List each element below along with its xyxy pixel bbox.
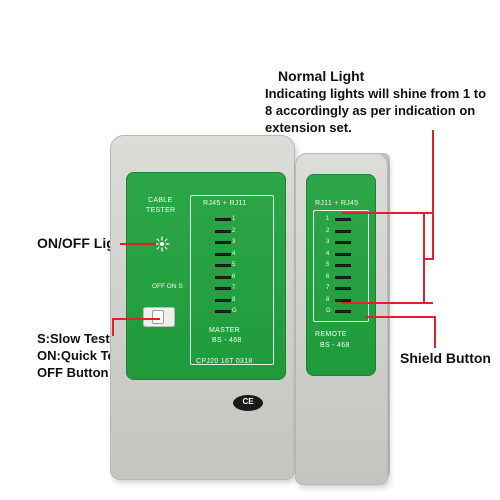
switch-description: S:Slow Test ON:Quick Test OFF Button	[37, 330, 126, 381]
remote-led-number: 7	[326, 285, 330, 291]
remote-led-light	[335, 229, 351, 233]
master-led-light	[215, 287, 231, 290]
normal-light-leader-bottom	[342, 302, 433, 304]
remote-led-light	[335, 287, 351, 290]
master-led-light	[215, 218, 231, 221]
master-led-light	[215, 241, 231, 244]
master-led-light	[215, 310, 231, 313]
switch-leader-horizontal	[112, 318, 160, 320]
normal-light-leader-top	[342, 212, 433, 214]
remote-led-light	[335, 241, 351, 244]
ce-mark-text: CE	[242, 397, 254, 406]
master-led-number: 4	[232, 250, 236, 257]
master-led-light	[215, 264, 231, 267]
master-serial: CPJ20 16T 0318	[196, 358, 253, 365]
remote-standard: BS - 468	[320, 342, 350, 349]
remote-led-light	[335, 218, 351, 221]
master-brand-line1: CABLE	[148, 197, 173, 204]
switch-quick-label: ON:Quick Test	[37, 348, 127, 363]
master-led-number: 8	[232, 296, 236, 303]
remote-led-light	[335, 264, 351, 267]
normal-light-title: Normal Light	[278, 68, 365, 84]
master-led-number: G	[232, 308, 237, 314]
remote-led-number: 5	[326, 262, 330, 268]
remote-led-number: 2	[326, 227, 330, 234]
shield-leader-vertical	[434, 316, 436, 348]
mode-switch[interactable]	[152, 310, 164, 324]
ce-mark	[233, 395, 263, 411]
shield-leader-horizontal	[365, 316, 435, 318]
master-led-light	[215, 298, 231, 302]
normal-light-bracket	[423, 212, 425, 303]
remote-led-light	[335, 275, 351, 279]
remote-led-light	[335, 298, 351, 302]
master-brand-line2: TESTER	[146, 207, 176, 214]
remote-led-number: G	[326, 308, 331, 314]
switch-leader-vertical	[112, 318, 114, 336]
power-light-icon	[154, 236, 170, 252]
master-port-label: RJ45 + RJ11	[203, 200, 247, 207]
master-led-light	[215, 275, 231, 279]
remote-port-label: RJ11 + RJ45	[315, 200, 359, 207]
master-led-number: 6	[232, 273, 236, 280]
master-led-light	[215, 229, 231, 233]
remote-led-frame	[313, 210, 369, 322]
remote-led-number: 4	[326, 250, 330, 257]
remote-led-number: 3	[326, 239, 330, 245]
shield-button-label: Shield Button	[400, 350, 491, 366]
master-led-frame	[190, 195, 274, 365]
remote-led-number: 8	[326, 296, 330, 303]
master-green-panel	[126, 172, 286, 380]
remote-unit-name: REMOTE	[315, 331, 347, 338]
master-led-number: 2	[232, 227, 236, 234]
master-led-number: 5	[232, 262, 236, 268]
on-off-leader	[120, 243, 156, 245]
master-led-number: 1	[232, 216, 236, 222]
master-led-number: 3	[232, 239, 236, 245]
remote-green-panel	[306, 174, 376, 376]
remote-led-light	[335, 310, 351, 313]
master-led-light	[215, 252, 231, 256]
normal-light-description: Indicating lights will shine from 1 to 8…	[265, 86, 487, 135]
remote-led-light	[335, 252, 351, 256]
master-led-number: 7	[232, 285, 236, 291]
master-unit-name: MASTER	[209, 327, 240, 334]
switch-off-label: OFF Button	[37, 365, 109, 380]
remote-led-number: 1	[326, 216, 330, 222]
remote-led-number: 6	[326, 273, 330, 280]
normal-light-leader-join	[423, 258, 433, 260]
on-off-light-label: ON/OFF Light	[37, 235, 128, 251]
master-switch-marking: OFF ON S	[152, 283, 183, 290]
normal-light-leader-vertical	[432, 130, 434, 260]
master-standard: BS - 468	[212, 337, 242, 344]
switch-slow-label: S:Slow Test	[37, 331, 110, 346]
